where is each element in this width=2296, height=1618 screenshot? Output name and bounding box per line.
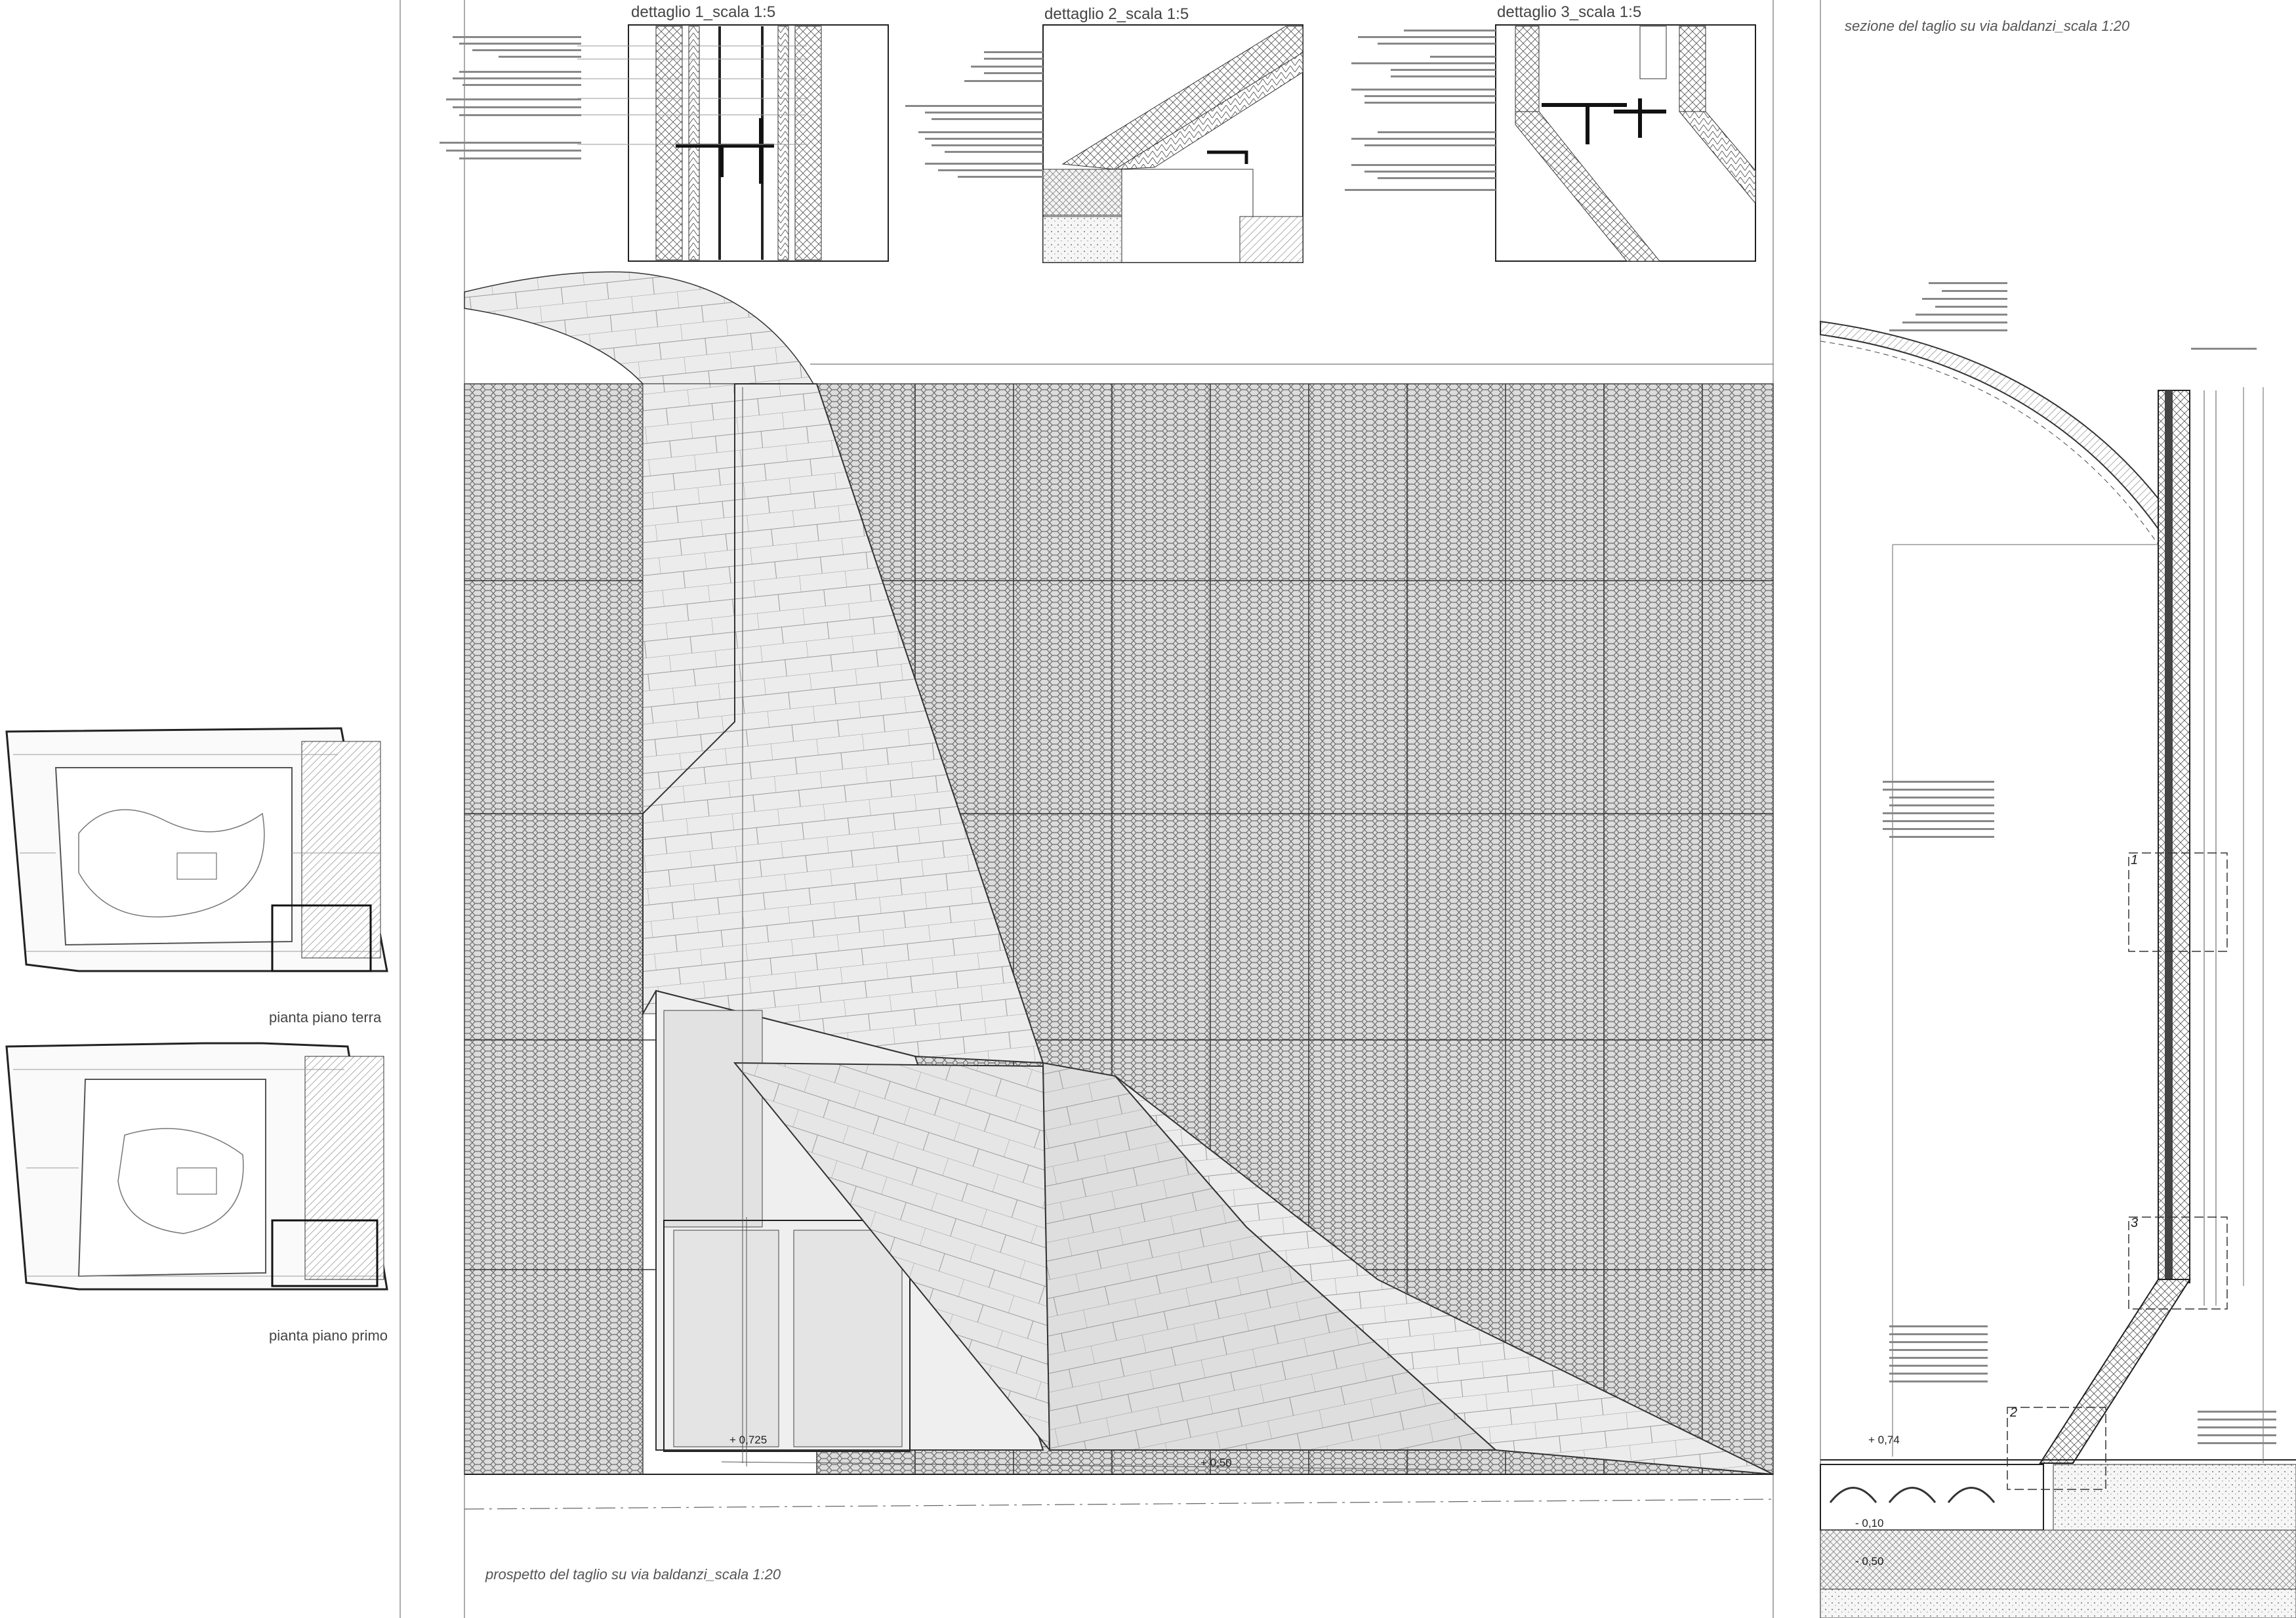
plan-first-floor-title: pianta piano primo	[269, 1327, 388, 1344]
detail-3-drawing	[1345, 24, 1756, 262]
elevation-level-b: + 0,50	[1200, 1457, 1232, 1469]
plan-ground-floor	[5, 727, 388, 972]
section-detail-tag-1: 1	[2131, 853, 2139, 867]
detail-1-title: dettaglio 1_scala 1:5	[631, 3, 776, 21]
plan-first-floor	[5, 1042, 388, 1291]
section-level-top: + 0,74	[1868, 1434, 1900, 1446]
section-drawing	[1820, 282, 2296, 1618]
detail-3-title: dettaglio 3_scala 1:5	[1497, 3, 1642, 21]
elevation-drawing	[464, 271, 1774, 1510]
section-detail-tag-2: 2	[2010, 1405, 2018, 1420]
detail-2-title: dettaglio 2_scala 1:5	[1044, 5, 1189, 23]
plan-ground-floor-title: pianta piano terra	[269, 1009, 382, 1026]
section-level-low: - 0,50	[1855, 1555, 1884, 1567]
detail-1-drawing	[440, 24, 889, 262]
section-level-mid: - 0,10	[1855, 1517, 1884, 1529]
section-title: sezione del taglio su via baldanzi_scala…	[1845, 18, 2130, 34]
section-detail-tag-3: 3	[2131, 1216, 2139, 1230]
detail-2-drawing	[905, 24, 1303, 263]
elevation-title: prospetto del taglio su via baldanzi_sca…	[485, 1566, 781, 1583]
elevation-level-a: + 0,725	[729, 1434, 768, 1446]
